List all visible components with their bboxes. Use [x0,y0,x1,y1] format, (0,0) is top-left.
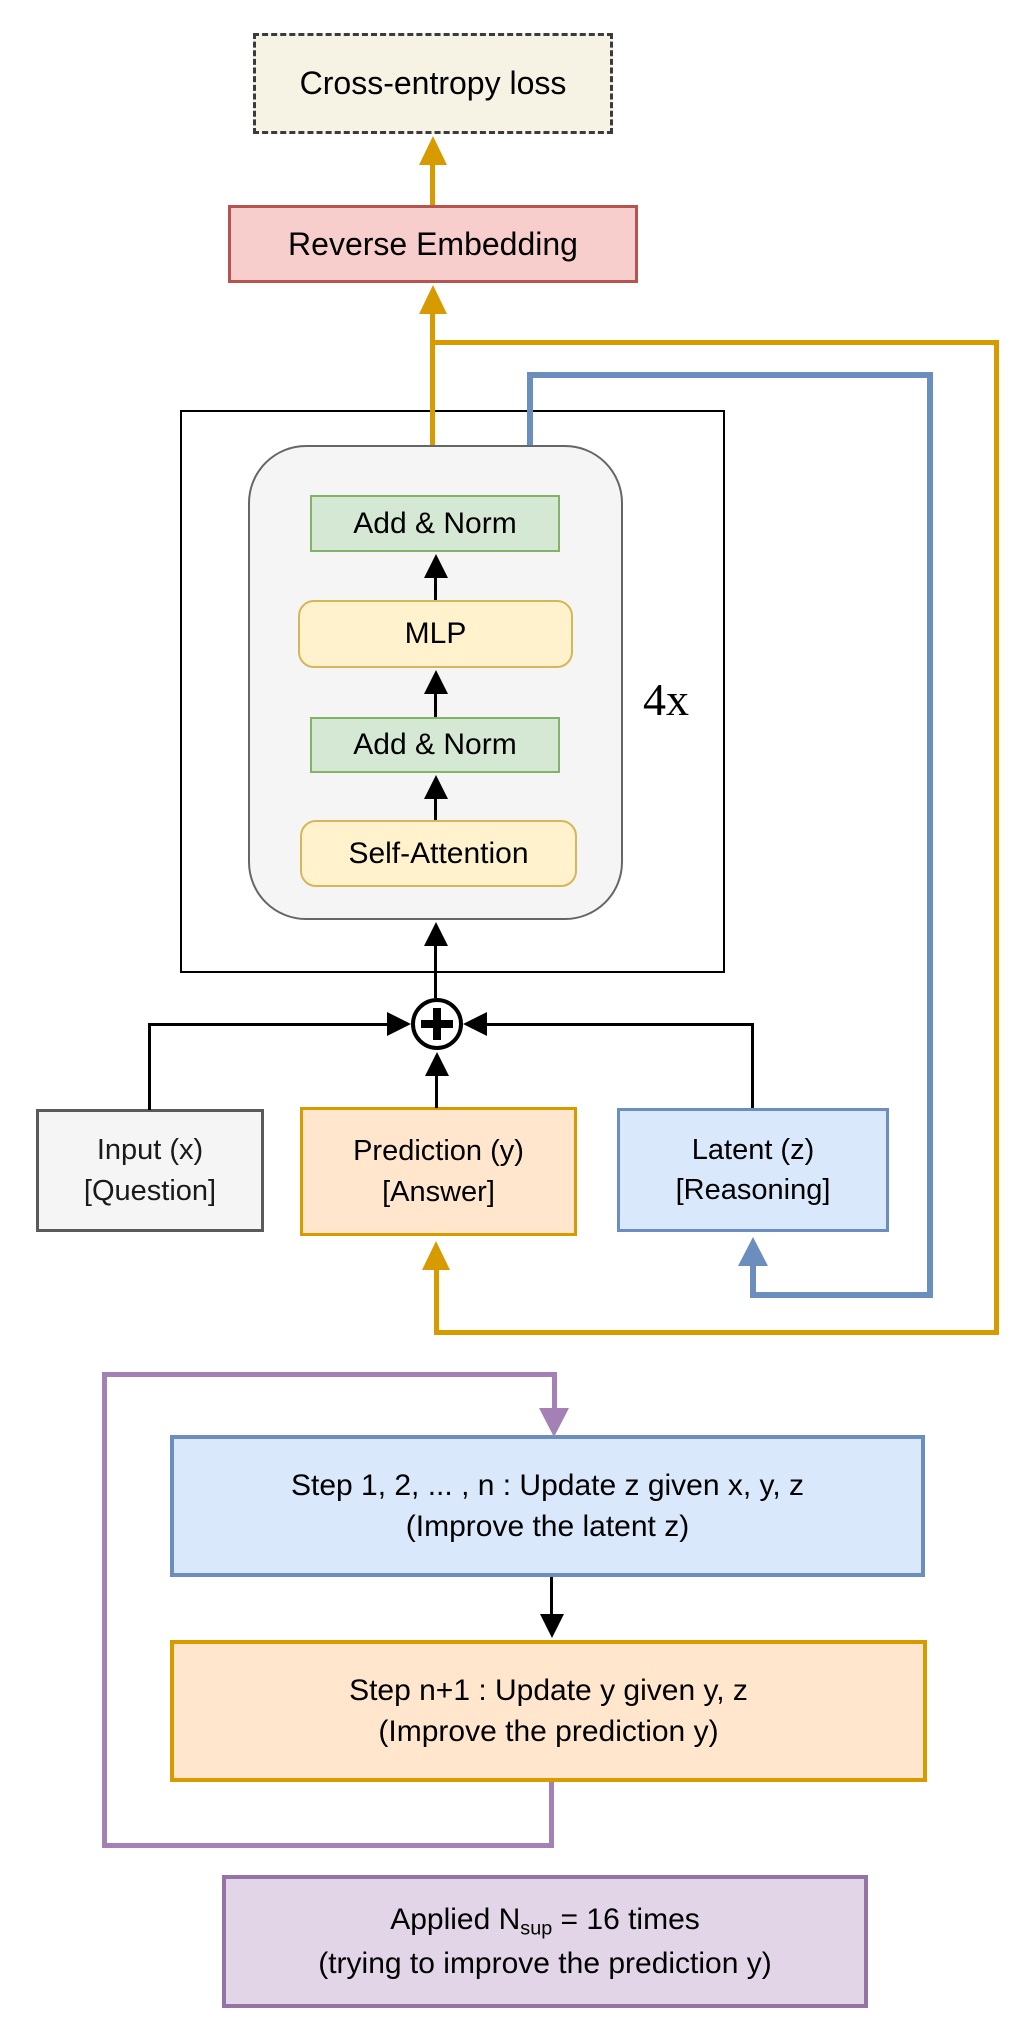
update-z-line1: Step 1, 2, ... , n : Update z given x, y… [290,1468,805,1502]
arrowhead-prediction-into-sum [425,1052,449,1076]
applied-times-line2: (trying to improve the prediction y) [318,1946,772,1980]
line-latent-up [751,1026,754,1108]
add-norm-top-box: Add & Norm [310,495,560,552]
line-z-feedback-bottom [750,1292,933,1298]
mlp-box: MLP [298,600,573,668]
arrowhead-latent-into-sum [463,1012,487,1036]
latent-z-line1: Latent (z) [691,1133,815,1166]
line-y-feedback-up [434,1268,439,1332]
plus-icon [433,1008,441,1040]
applied-times-line1: Applied Nsup = 16 times [390,1902,700,1940]
arrowhead-input-into-sum [387,1012,411,1036]
reverse-embedding-label: Reverse Embedding [288,225,578,262]
line-z-feedback-from-block [527,375,533,445]
update-z-line2: (Improve the latent z) [405,1510,690,1543]
arrowhead-into-stepz [539,1408,569,1437]
arrow-sum-to-block-line [434,946,437,998]
arrowhead-mlp-to-addnorm [424,554,448,578]
line-loop-top [102,1372,557,1377]
prediction-y-box: Prediction (y) [Answer] [300,1107,577,1236]
n-sup-subscript: sup [520,1917,553,1940]
line-input-to-sum [148,1023,389,1026]
arrowhead-addnorm-to-mlp [424,670,448,694]
arrowhead-into-embedding [419,285,447,314]
cross-entropy-loss-label: Cross-entropy loss [299,65,567,102]
line-embedding-to-loss [430,163,435,205]
reverse-embedding-box: Reverse Embedding [228,205,638,283]
prediction-y-line2: [Answer] [382,1175,495,1208]
arrowhead-into-block [424,922,448,946]
add-norm-bottom-label: Add & Norm [353,728,517,762]
arrowhead-into-loss [419,136,447,165]
arrow-addnorm-to-mlp-line [434,692,437,717]
line-z-feedback-right [927,372,933,1298]
repeat-count-label: 4x [643,674,689,726]
latent-z-box: Latent (z) [Reasoning] [617,1108,889,1232]
line-loop-into-stepz [552,1377,557,1409]
latent-z-line2: [Reasoning] [675,1174,831,1206]
input-x-line1: Input (x) [96,1134,204,1167]
line-loop-bottom [102,1843,554,1848]
input-x-box: Input (x) [Question] [36,1109,264,1232]
input-x-line2: [Question] [83,1174,217,1207]
arrow-stepz-to-stepy-line [550,1577,553,1614]
line-latent-to-sum [485,1023,754,1026]
line-block-to-embedding [430,312,435,445]
update-y-line1: Step n+1 : Update y given y, z [349,1673,748,1707]
line-y-feedback-bottom [434,1330,999,1335]
arrow-mlp-to-addnorm-line [434,576,437,600]
line-y-feedback-top [430,340,999,345]
update-y-step-box: Step n+1 : Update y given y, z (Improve … [170,1640,927,1782]
cross-entropy-loss-box: Cross-entropy loss [253,33,613,134]
sum-node [411,998,463,1050]
applied-times-box: Applied Nsup = 16 times (trying to impro… [222,1875,868,2008]
update-z-step-box: Step 1, 2, ... , n : Update z given x, y… [170,1435,925,1577]
line-input-up [148,1026,151,1110]
add-norm-top-label: Add & Norm [353,506,517,540]
self-attention-label: Self-Attention [348,836,529,870]
self-attention-box: Self-Attention [300,820,577,887]
arrowhead-into-latent [738,1237,768,1266]
prediction-y-line1: Prediction (y) [353,1135,524,1168]
update-y-line2: (Improve the prediction y) [378,1715,719,1748]
line-prediction-to-sum [435,1076,438,1108]
arrow-attention-to-addnorm-line [434,797,437,820]
line-y-feedback-right [994,340,999,1335]
arrowhead-attention-to-addnorm [424,775,448,799]
transformer-stack-frame [180,410,725,973]
arrowhead-into-stepy [540,1614,564,1638]
line-loop-down-from-stepy [549,1782,554,1848]
line-loop-left [102,1372,107,1848]
line-z-feedback-top [527,372,933,378]
line-z-feedback-up [750,1264,756,1298]
add-norm-bottom-box: Add & Norm [310,717,560,773]
arrowhead-into-prediction [422,1241,450,1270]
mlp-label: MLP [404,617,467,651]
